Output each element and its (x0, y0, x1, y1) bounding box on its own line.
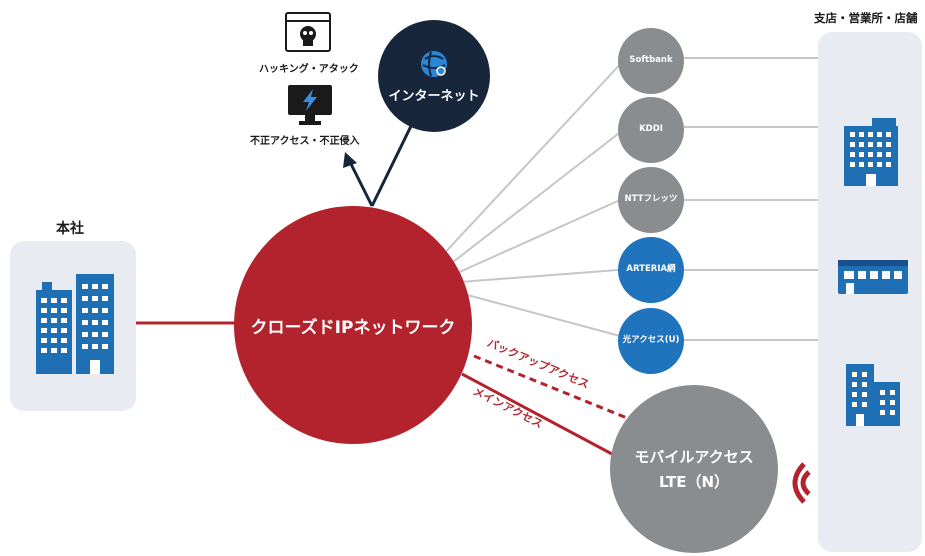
carrier-node-softbank[interactable]: Softbank (618, 28, 684, 94)
main-access-line (461, 372, 613, 456)
internet-label: インターネット (388, 88, 480, 104)
carrier-node-hikari[interactable]: 光アクセス(U) (618, 308, 684, 374)
carrier-label-kddi: KDDI (639, 124, 663, 135)
carrier-label-arteria: ARTERIA網 (626, 264, 676, 275)
carrier-node-arteria[interactable]: ARTERIA網 (618, 237, 684, 303)
skull-window-icon (285, 12, 331, 52)
carrier-node-kddi[interactable]: KDDI (618, 97, 684, 163)
threat-unauthorized-label: 不正アクセス・不正侵入 (250, 136, 360, 147)
hikari-link-line (459, 292, 621, 337)
backup-access-line (473, 354, 633, 422)
mobile-access-node[interactable]: モバイルアクセス LTE（N） (610, 385, 778, 553)
carrier-node-ntt[interactable]: NTTフレッツ (618, 167, 684, 233)
hq-panel (10, 241, 136, 411)
lightning-monitor-icon (288, 85, 332, 125)
softbank-link-line (439, 57, 627, 259)
closed-ip-network-label: クローズドIPネットワーク (250, 317, 456, 338)
branches-panel (818, 32, 922, 552)
mobile-access-label-line2: LTE（N） (658, 473, 730, 491)
mobile-access-label-line1: モバイルアクセス (634, 448, 754, 466)
arrow-head-icon (343, 152, 357, 168)
wireless-signal-icon (792, 462, 811, 504)
globe-icon (421, 50, 447, 77)
internet-node[interactable]: インターネット (378, 20, 490, 132)
branches-title: 支店・営業所・店舗 (814, 11, 918, 25)
carrier-label-softbank: Softbank (629, 55, 673, 66)
office-building-icon (844, 118, 898, 186)
closed-ip-network-node[interactable]: クローズドIPネットワーク (234, 206, 472, 444)
office-buildings-icon (36, 274, 114, 374)
kddi-link-line (447, 129, 624, 267)
office-tower-icon (846, 364, 900, 426)
arteria-link-line (459, 269, 619, 283)
threat-hacking-label: ハッキング・アタック (259, 64, 359, 75)
carrier-label-ntt: NTTフレッツ (624, 194, 678, 205)
ntt-link-line (454, 199, 621, 275)
storefront-icon (838, 260, 908, 294)
internet-link-line (370, 123, 414, 207)
internet-arrow-line (348, 161, 374, 207)
hq-title: 本社 (56, 221, 84, 237)
carrier-label-hikari: 光アクセス(U) (622, 335, 680, 346)
